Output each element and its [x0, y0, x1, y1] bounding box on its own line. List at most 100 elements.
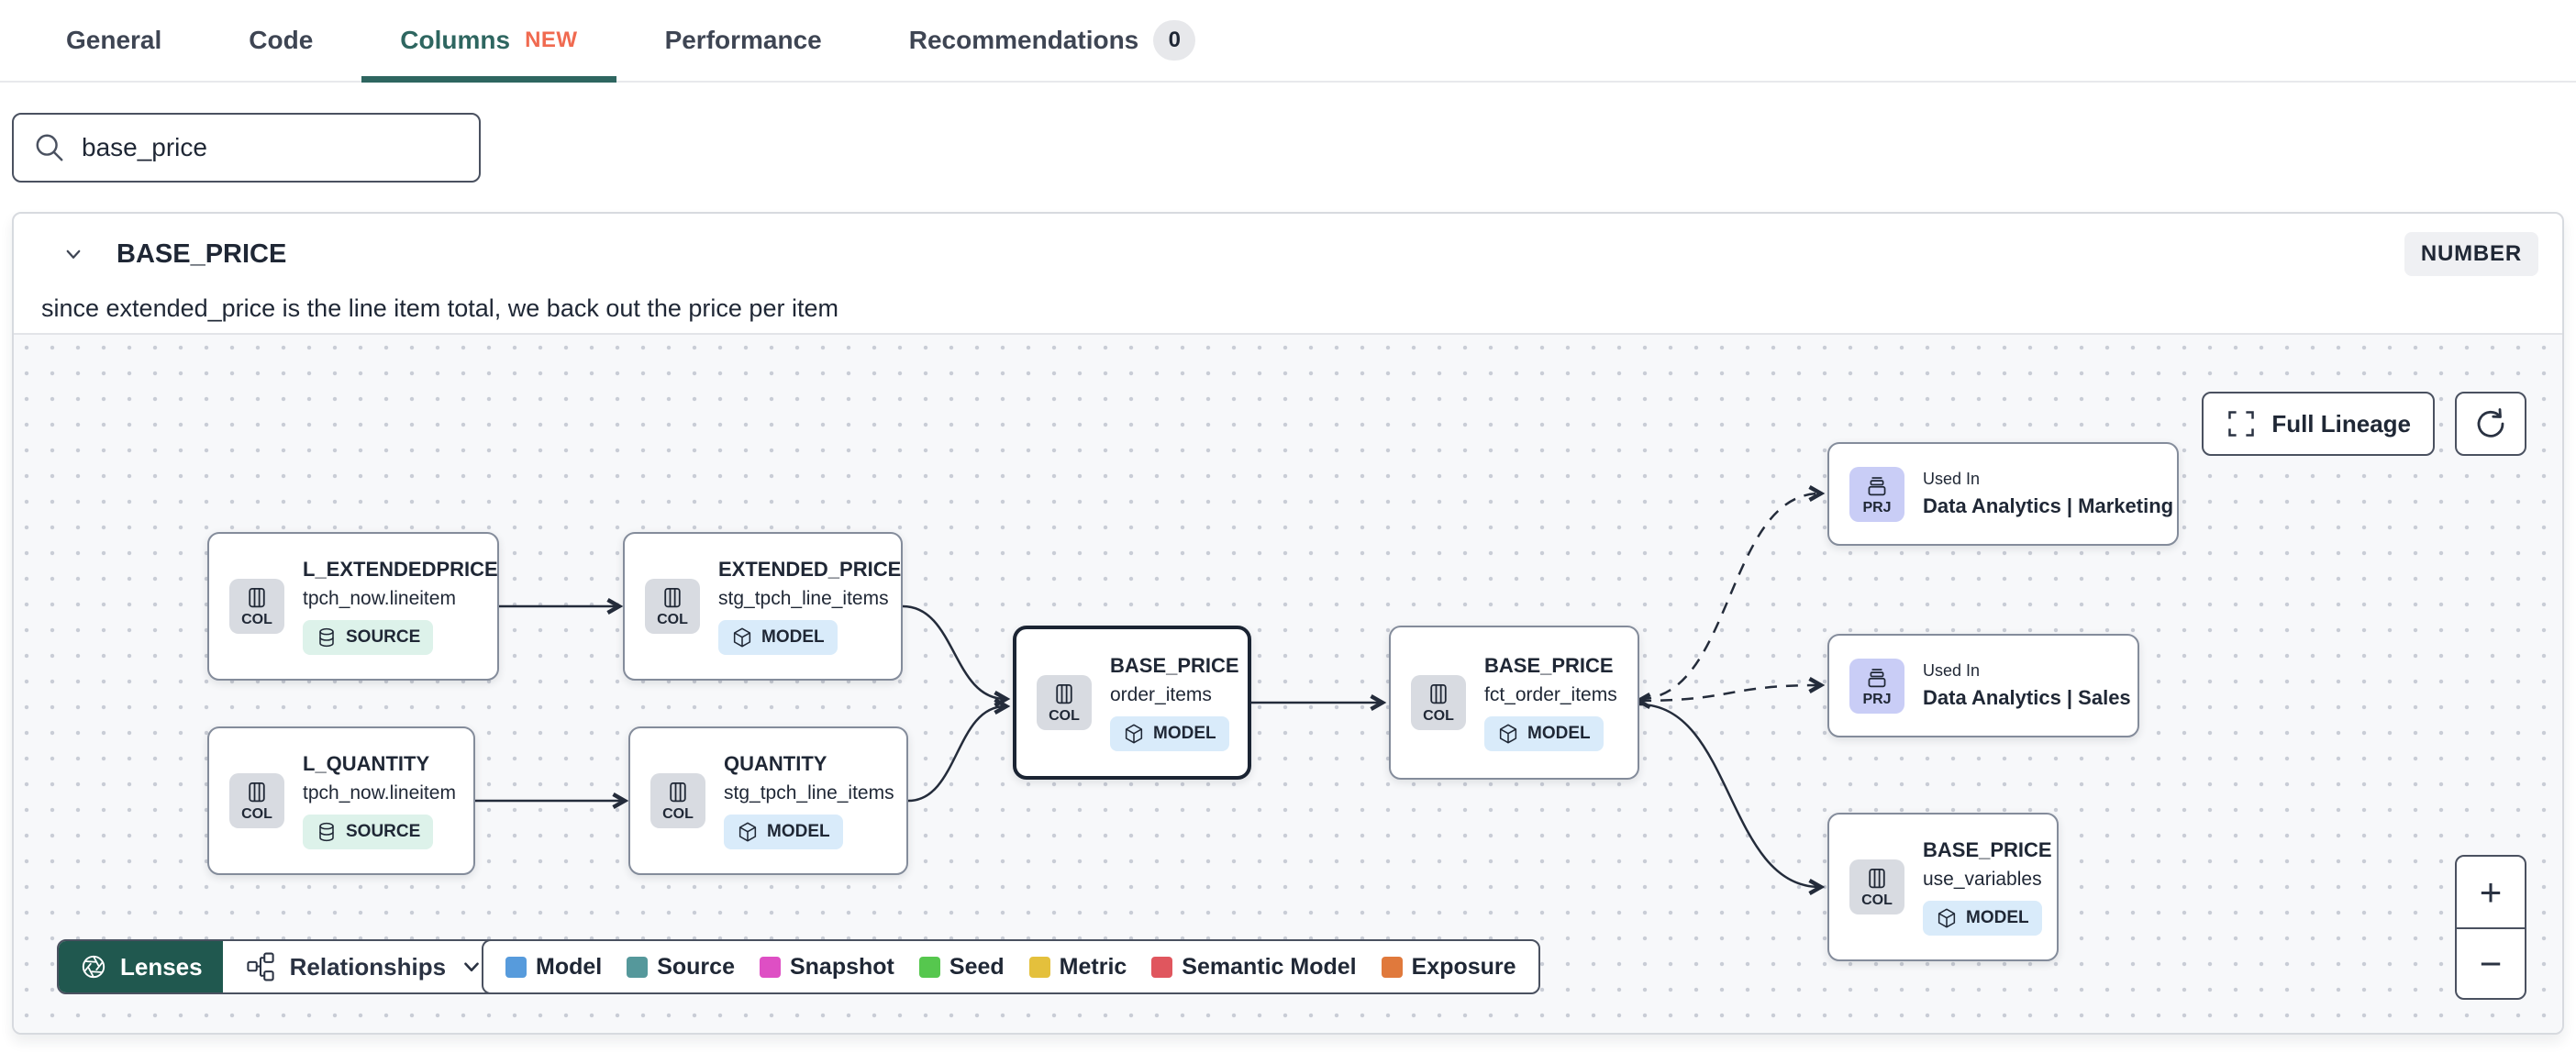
legend-label: Metric [1059, 953, 1127, 980]
column-chip: COL [1849, 859, 1904, 914]
node-badge-label: SOURCE [346, 627, 421, 647]
chip-label: PRJ [1862, 499, 1892, 515]
node-badge-model: MODEL [1110, 716, 1229, 751]
columns-icon [249, 781, 265, 803]
legend-item-seed: Seed [918, 953, 1005, 981]
tab-columns[interactable]: Columns NEW [361, 0, 616, 83]
zoom-control: + − [2455, 855, 2526, 1000]
legend-item-source: Source [627, 954, 735, 981]
chip-label: COL [1861, 892, 1893, 908]
legend-label: Source [657, 953, 735, 980]
tab-label: Performance [664, 26, 822, 54]
node-subtitle: use_variables [1923, 869, 2042, 890]
zoom-out-button[interactable]: − [2457, 927, 2525, 998]
column-chip: COL [1411, 675, 1466, 730]
legend-swatch [759, 956, 781, 978]
legend-swatch [505, 956, 527, 978]
legend-item-model: Model [505, 954, 602, 981]
node-subtitle: order_items [1110, 684, 1212, 705]
tab-code[interactable]: Code [249, 0, 313, 81]
tab-general[interactable]: General [66, 0, 161, 81]
cube-icon [738, 822, 757, 842]
node-badge-model: MODEL [724, 815, 843, 849]
node-badge-label: MODEL [1527, 724, 1591, 743]
column-chip: COL [645, 579, 700, 634]
node-title: L_QUANTITY [303, 752, 430, 775]
node-title: BASE_PRICE [1110, 654, 1239, 677]
node-badge-model: MODEL [718, 620, 838, 655]
lineage-edge [907, 706, 1005, 803]
project-icon [1868, 476, 1886, 495]
refresh-button[interactable] [2455, 392, 2526, 456]
lineage-canvas[interactable]: Full Lineage + − Lenses [14, 333, 2562, 1033]
lenses-toolbar: Lenses Relationships [57, 939, 508, 994]
lenses-button[interactable]: Lenses [59, 941, 223, 992]
chevron-down-icon[interactable] [60, 240, 87, 268]
node-badge-source: SOURCE [303, 815, 434, 849]
node-badge-label: MODEL [767, 822, 830, 841]
search-box [12, 113, 481, 183]
column-panel-header: BASE_PRICE NUMBER [14, 214, 2562, 294]
legend-swatch [918, 956, 940, 978]
column-chip: COL [229, 773, 284, 828]
tab-badge-new: NEW [525, 28, 578, 52]
node-badge-model: MODEL [1923, 901, 2042, 936]
aperture-icon [82, 955, 105, 979]
legend-label: Snapshot [789, 953, 894, 980]
legend-item-metric: Metric [1028, 953, 1127, 981]
cube-icon [1938, 908, 1956, 928]
cube-icon [733, 627, 751, 648]
lineage-edges [475, 335, 2562, 1033]
column-type-badge: NUMBER [2404, 232, 2538, 276]
columns-icon [249, 587, 265, 608]
chip-label: COL [1049, 708, 1080, 724]
lineage-edge [1638, 703, 1820, 887]
column-chip: COL [1037, 675, 1092, 730]
zoom-in-button[interactable]: + [2479, 870, 2503, 914]
tab-performance[interactable]: Performance [665, 0, 822, 81]
tab-badge-count: 0 [1153, 20, 1196, 61]
chip-label: COL [662, 806, 694, 822]
node-badge-label: MODEL [761, 627, 825, 647]
column-description: since extended_price is the line item to… [41, 294, 838, 322]
column-name: BASE_PRICE [117, 238, 287, 269]
node-badge-label: MODEL [1153, 724, 1216, 743]
node-subtitle: tpch_now.lineitem [303, 782, 456, 804]
legend-item-snapshot: Snapshot [759, 953, 894, 981]
node-title: BASE_PRICE [1923, 838, 2052, 861]
database-icon [319, 627, 334, 648]
node-type-legend: Model Source Snapshot Seed Metric Semantic Mo… [482, 939, 1540, 994]
columns-icon [1056, 683, 1072, 704]
legend-item-exposure: Exposure [1381, 954, 1516, 981]
node-badge-model: MODEL [1484, 716, 1604, 751]
tab-label: General [66, 26, 162, 54]
relationships-dropdown[interactable]: Relationships [223, 941, 505, 992]
legend-swatch [1151, 956, 1173, 978]
legend-label: Model [536, 953, 603, 980]
lineage-edge [1639, 685, 1820, 701]
legend-label: Seed [949, 953, 1005, 980]
node-subtitle: tpch_now.lineitem [303, 588, 456, 609]
legend-swatch [1381, 956, 1403, 978]
project-icon [1868, 668, 1886, 687]
chip-label: PRJ [1862, 691, 1892, 707]
node-subtitle: stg_tpch_line_items [718, 588, 889, 609]
chip-label: COL [241, 806, 272, 822]
node-subtitle: stg_tpch_line_items [724, 782, 894, 804]
legend-label: Semantic Model [1182, 953, 1357, 980]
tab-label: Columns [400, 26, 511, 54]
full-lineage-button[interactable]: Full Lineage [2202, 392, 2435, 456]
used-in-label: Used In [1923, 470, 1981, 488]
node-title: QUANTITY [724, 752, 827, 775]
search-input[interactable] [82, 133, 459, 162]
